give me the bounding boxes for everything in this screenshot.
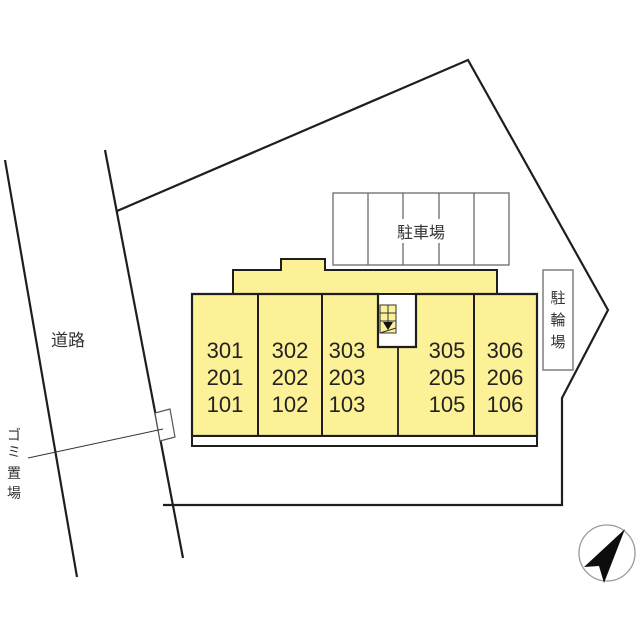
unit-number: 206 [487,365,524,390]
unit-column-3: 303 203 103 [329,338,366,417]
road-left-edge [3,159,79,578]
building: 301 201 101 302 202 102 303 203 103 305 … [190,258,539,447]
unit-number: 205 [429,365,466,390]
unit-number: 102 [272,392,309,417]
unit-number: 305 [429,338,466,363]
unit-number: 201 [207,365,244,390]
unit-number: 303 [329,338,366,363]
balcony-strip [191,435,538,447]
road: 道路 [3,149,185,578]
svg-text:ゴ: ゴ [7,427,21,444]
svg-text:ミ: ミ [7,445,21,461]
road-label: 道路 [51,331,85,351]
unit-column-5: 305 205 105 [429,338,466,417]
unit-number: 301 [207,338,244,363]
north-arrow-icon [584,529,625,583]
road-right-edge [103,149,185,559]
svg-text:輪: 輪 [550,311,565,329]
unit-column-2: 302 202 102 [272,338,309,417]
unit-number: 105 [429,392,466,417]
stairs-down-arrow-icon [383,322,393,330]
unit-number: 203 [329,365,366,390]
unit-number: 103 [329,392,366,417]
unit-column-1: 301 201 101 [207,338,244,417]
unit-number: 101 [207,392,244,417]
garbage-area: ゴ ミ 置 場 [7,408,176,502]
unit-number: 302 [272,338,309,363]
parking-label-bg [388,219,454,243]
bicycle-parking: 駐 輪 場 [542,269,574,371]
unit-number: 306 [487,338,524,363]
garbage-label: ゴ ミ 置 場 [7,427,21,502]
svg-text:駐: 駐 [550,289,565,307]
svg-text:場: 場 [550,333,565,351]
unit-column-6: 306 206 106 [487,338,524,417]
site-boundary [116,58,610,507]
garbage-leader-line [27,428,164,459]
svg-text:場: 場 [7,486,21,502]
svg-text:置: 置 [7,466,21,482]
parking-label: 駐車場 [397,223,445,242]
bicycle-parking-outline [542,269,574,371]
unit-number: 202 [272,365,309,390]
car-parking: 駐車場 [332,192,510,266]
stairs [379,304,397,334]
north-compass [578,524,636,583]
garbage-box [154,408,176,442]
unit-number: 106 [487,392,524,417]
